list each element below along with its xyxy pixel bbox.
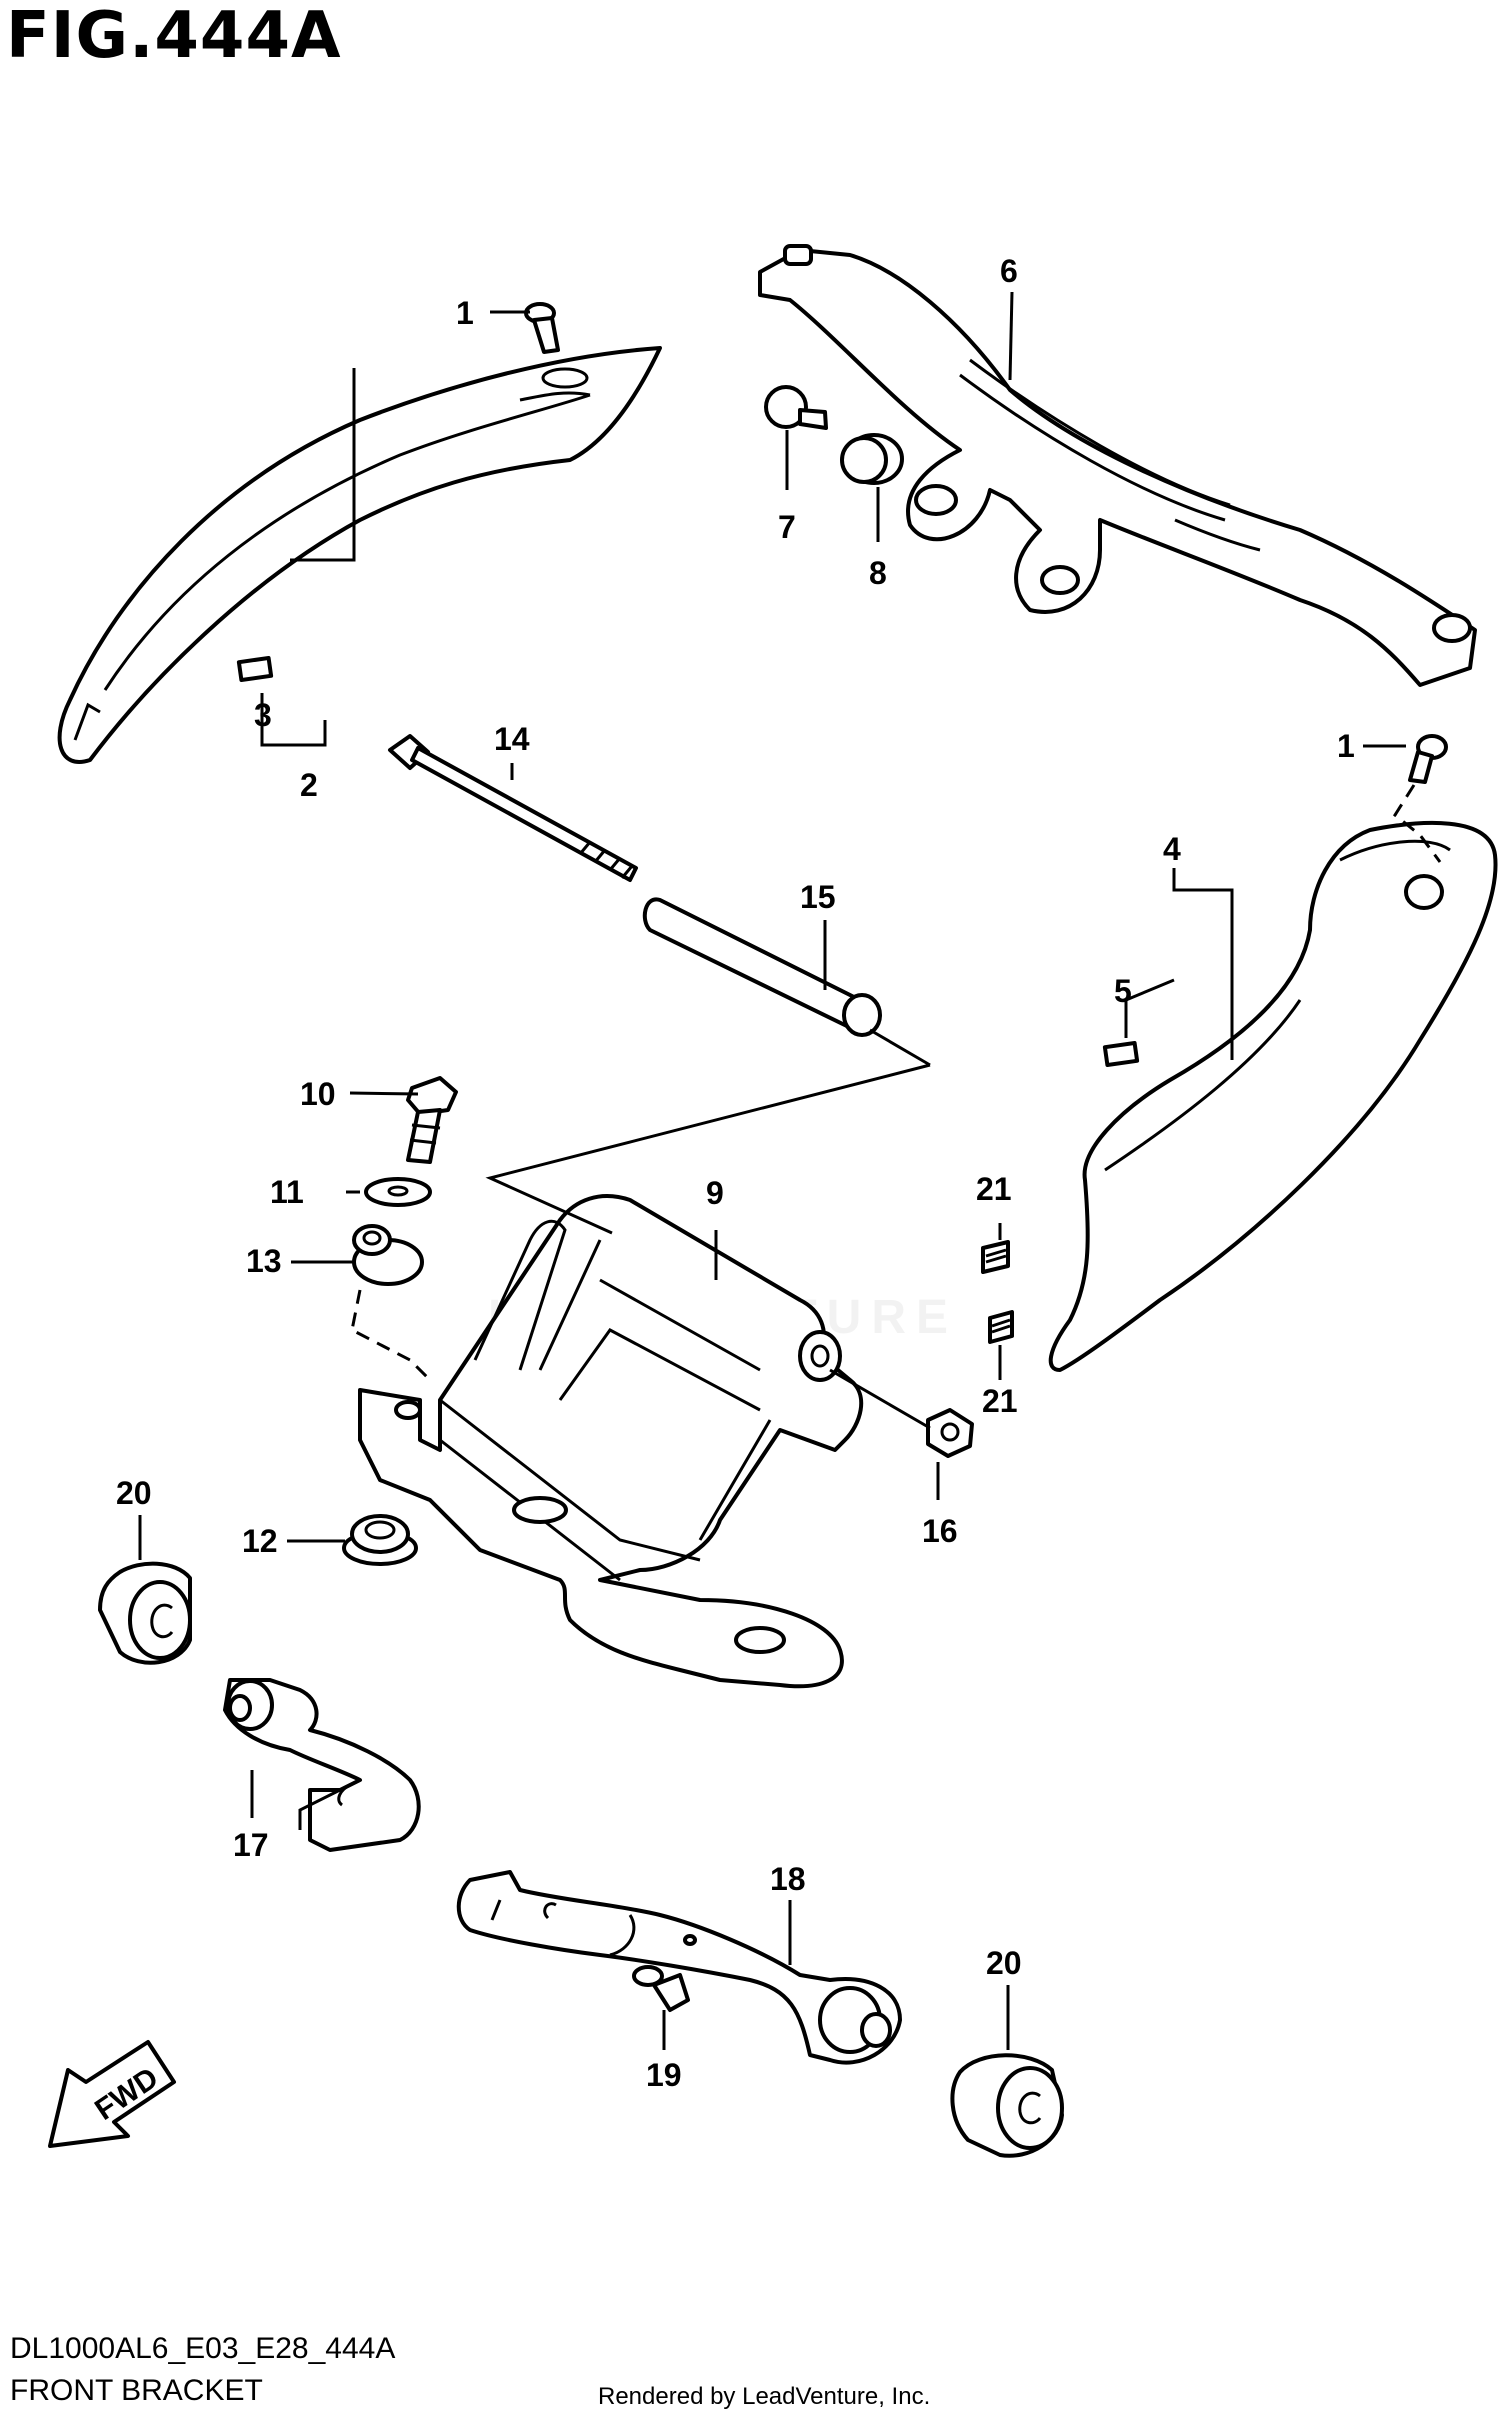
- callout-label: 15: [800, 879, 836, 915]
- part-collar-8[interactable]: [840, 433, 904, 485]
- part-nut-16[interactable]: [926, 1408, 974, 1458]
- part-clip-21-lower[interactable]: [988, 1310, 1014, 1344]
- callout-label: 16: [922, 1513, 958, 1549]
- part-bolt-10[interactable]: [406, 1076, 458, 1164]
- part-left-cover[interactable]: [57, 346, 662, 764]
- callout-label: 2: [300, 767, 318, 803]
- callout-label: 20: [986, 1945, 1022, 1981]
- render-credit: Rendered by LeadVenture, Inc.: [598, 2383, 931, 2410]
- part-stay-18[interactable]: [456, 1870, 902, 2065]
- callout-label: 10: [300, 1076, 336, 1112]
- callout-label: 20: [116, 1475, 152, 1511]
- part-label-5[interactable]: [1102, 1040, 1140, 1068]
- part-bolt-19[interactable]: [632, 1965, 690, 2012]
- part-bolt-7[interactable]: [764, 385, 828, 430]
- part-bolt-right[interactable]: [1408, 734, 1448, 784]
- callout-label: 19: [646, 2057, 682, 2093]
- callout-label: 21: [982, 1383, 1018, 1419]
- callout-label: 1: [456, 295, 474, 331]
- callout-numbers: 1 2 3 6 7 8 14 1 4 5 15 10 11 9 21 13 21…: [116, 253, 1355, 2093]
- part-right-cover[interactable]: [1048, 820, 1498, 1372]
- callout-label: 1: [1337, 728, 1355, 764]
- leader-lines: [138, 291, 1442, 2050]
- callout-label: 13: [246, 1243, 282, 1279]
- fwd-arrow-icon: FWD: [48, 2040, 176, 2148]
- callout-label: 9: [706, 1175, 724, 1211]
- part-clip-21-upper[interactable]: [981, 1240, 1010, 1274]
- callout-label: 7: [778, 509, 796, 545]
- figure-title: FIG.444A: [6, 0, 342, 73]
- part-label-3[interactable]: [236, 655, 274, 683]
- part-damper-20-left[interactable]: [98, 1561, 192, 1665]
- part-collar-12[interactable]: [342, 1514, 418, 1566]
- part-main-bracket[interactable]: [358, 1194, 864, 1689]
- part-stay-17[interactable]: [223, 1678, 421, 1852]
- callout-label: 11: [270, 1174, 304, 1210]
- callout-label: 6: [1000, 253, 1018, 289]
- callout-label: 4: [1163, 831, 1181, 867]
- part-washer-11[interactable]: [364, 1177, 432, 1207]
- part-grommet-13[interactable]: [352, 1224, 424, 1286]
- callout-label: 8: [869, 555, 887, 591]
- callout-label: 18: [770, 1861, 806, 1897]
- callout-label: 14: [494, 721, 530, 757]
- part-bolt-upper[interactable]: [524, 302, 560, 354]
- diagram-name: FRONT BRACKET: [10, 2374, 263, 2407]
- diagram-code: DL1000AL6_E03_E28_444A: [10, 2332, 396, 2365]
- callout-label: 17: [233, 1827, 269, 1863]
- part-damper-20-right[interactable]: [950, 2053, 1064, 2158]
- callout-label: 21: [976, 1171, 1012, 1207]
- part-collar-tube[interactable]: [642, 897, 882, 1037]
- callout-label: 5: [1114, 973, 1132, 1009]
- part-long-bolt[interactable]: [388, 734, 638, 882]
- callout-label: 3: [254, 697, 272, 733]
- part-upper-stay[interactable]: [758, 244, 1477, 687]
- callout-label: 12: [242, 1523, 278, 1559]
